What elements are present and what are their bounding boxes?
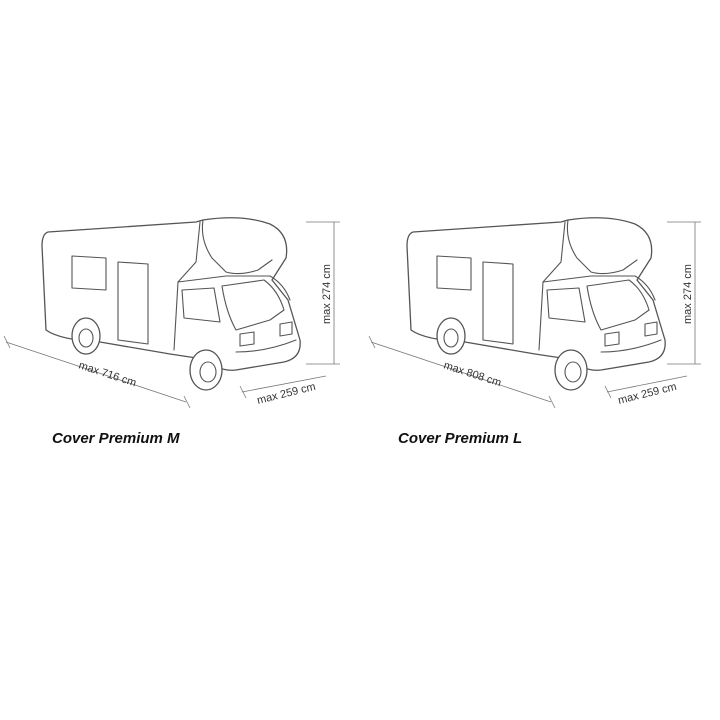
width-dimension-line — [604, 375, 688, 399]
motorhome-l-drawing: max 808 cm max 259 cm max 274 cm — [368, 217, 701, 409]
length-label: max 808 cm — [442, 359, 503, 389]
width-dimension-line — [239, 375, 327, 399]
product-panel-m: max 716 cm max 259 cm max 274 cm Cover P… — [3, 217, 340, 447]
motorhome-m-drawing: max 716 cm max 259 cm max 274 cm — [3, 217, 340, 409]
height-dimension-line — [667, 221, 701, 365]
length-dimension-line — [368, 335, 556, 409]
product-title-m: Cover Premium M — [52, 430, 180, 447]
product-panel-l: max 808 cm max 259 cm max 274 cm Cover P… — [365, 0, 720, 720]
width-label: max 259 cm — [256, 381, 317, 407]
height-dimension-line — [306, 221, 340, 365]
height-label: max 274 cm — [321, 264, 333, 324]
width-label: max 259 cm — [617, 381, 678, 407]
motorhome-outline-icon — [41, 217, 301, 391]
product-title-l: Cover Premium L — [398, 430, 523, 447]
motorhome-outline-icon — [406, 217, 666, 391]
length-dimension-line — [3, 335, 191, 409]
length-label: max 716 cm — [77, 359, 138, 389]
height-label: max 274 cm — [682, 264, 694, 324]
